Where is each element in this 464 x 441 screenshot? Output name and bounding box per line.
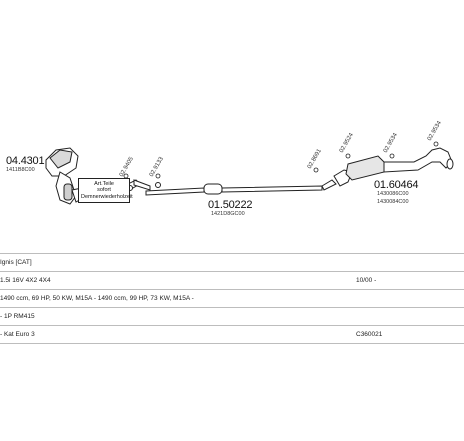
row-text: Ignis [CAT] (0, 259, 32, 266)
row-text: - 1P RM415 (0, 313, 35, 320)
row-text: 1490 ccm, 69 HP, 50 KW, M15A - 1490 ccm,… (0, 295, 194, 302)
note-line-2: sofort (97, 187, 111, 194)
row-text: - Kat Euro 3 (0, 331, 35, 338)
parts-note-box: Art.Teile sofort Demnerwiederholzeit (78, 178, 133, 203)
note-line-3: Demnerwiederholzeit (81, 193, 133, 200)
table-row: - 1P RM415 (0, 307, 464, 325)
part-code-middle: 01.50222 (208, 199, 253, 211)
middle-pipe (145, 179, 337, 196)
exhaust-diagram: 04.4301 1411B8C00 01.50222 1421D8GC00 01… (6, 120, 454, 217)
part-code-rear: 01.60464 (374, 179, 419, 191)
table-row: Ignis [CAT] (0, 253, 464, 271)
table-row: 1.5i 16V 4X2 4X4 10/00 - (0, 271, 464, 289)
note-line-1: Art.Teile (94, 181, 114, 187)
part-sub-rear-1: 1430086C00 (377, 191, 409, 197)
row-text: 1.5i 16V 4X2 4X4 (0, 277, 51, 284)
vehicle-fitment-table: Ignis [CAT] 1.5i 16V 4X2 4X4 10/00 - 149… (0, 253, 464, 344)
table-row: - Kat Euro 3 C360021 (0, 325, 464, 344)
part-code-cat: 04.4301 (6, 155, 45, 167)
part-sub-rear-2: 1430084C00 (377, 199, 409, 205)
part-sub-cat: 1411B8C00 (6, 167, 35, 173)
part-sub-middle: 1421D8GC00 (211, 211, 245, 217)
hangers (123, 141, 439, 179)
row-right: C360021 (356, 331, 383, 338)
table-row: 1490 ccm, 69 HP, 50 KW, M15A - 1490 ccm,… (0, 289, 464, 307)
row-right: 10/00 - (356, 277, 377, 284)
rear-silencer (333, 147, 454, 187)
